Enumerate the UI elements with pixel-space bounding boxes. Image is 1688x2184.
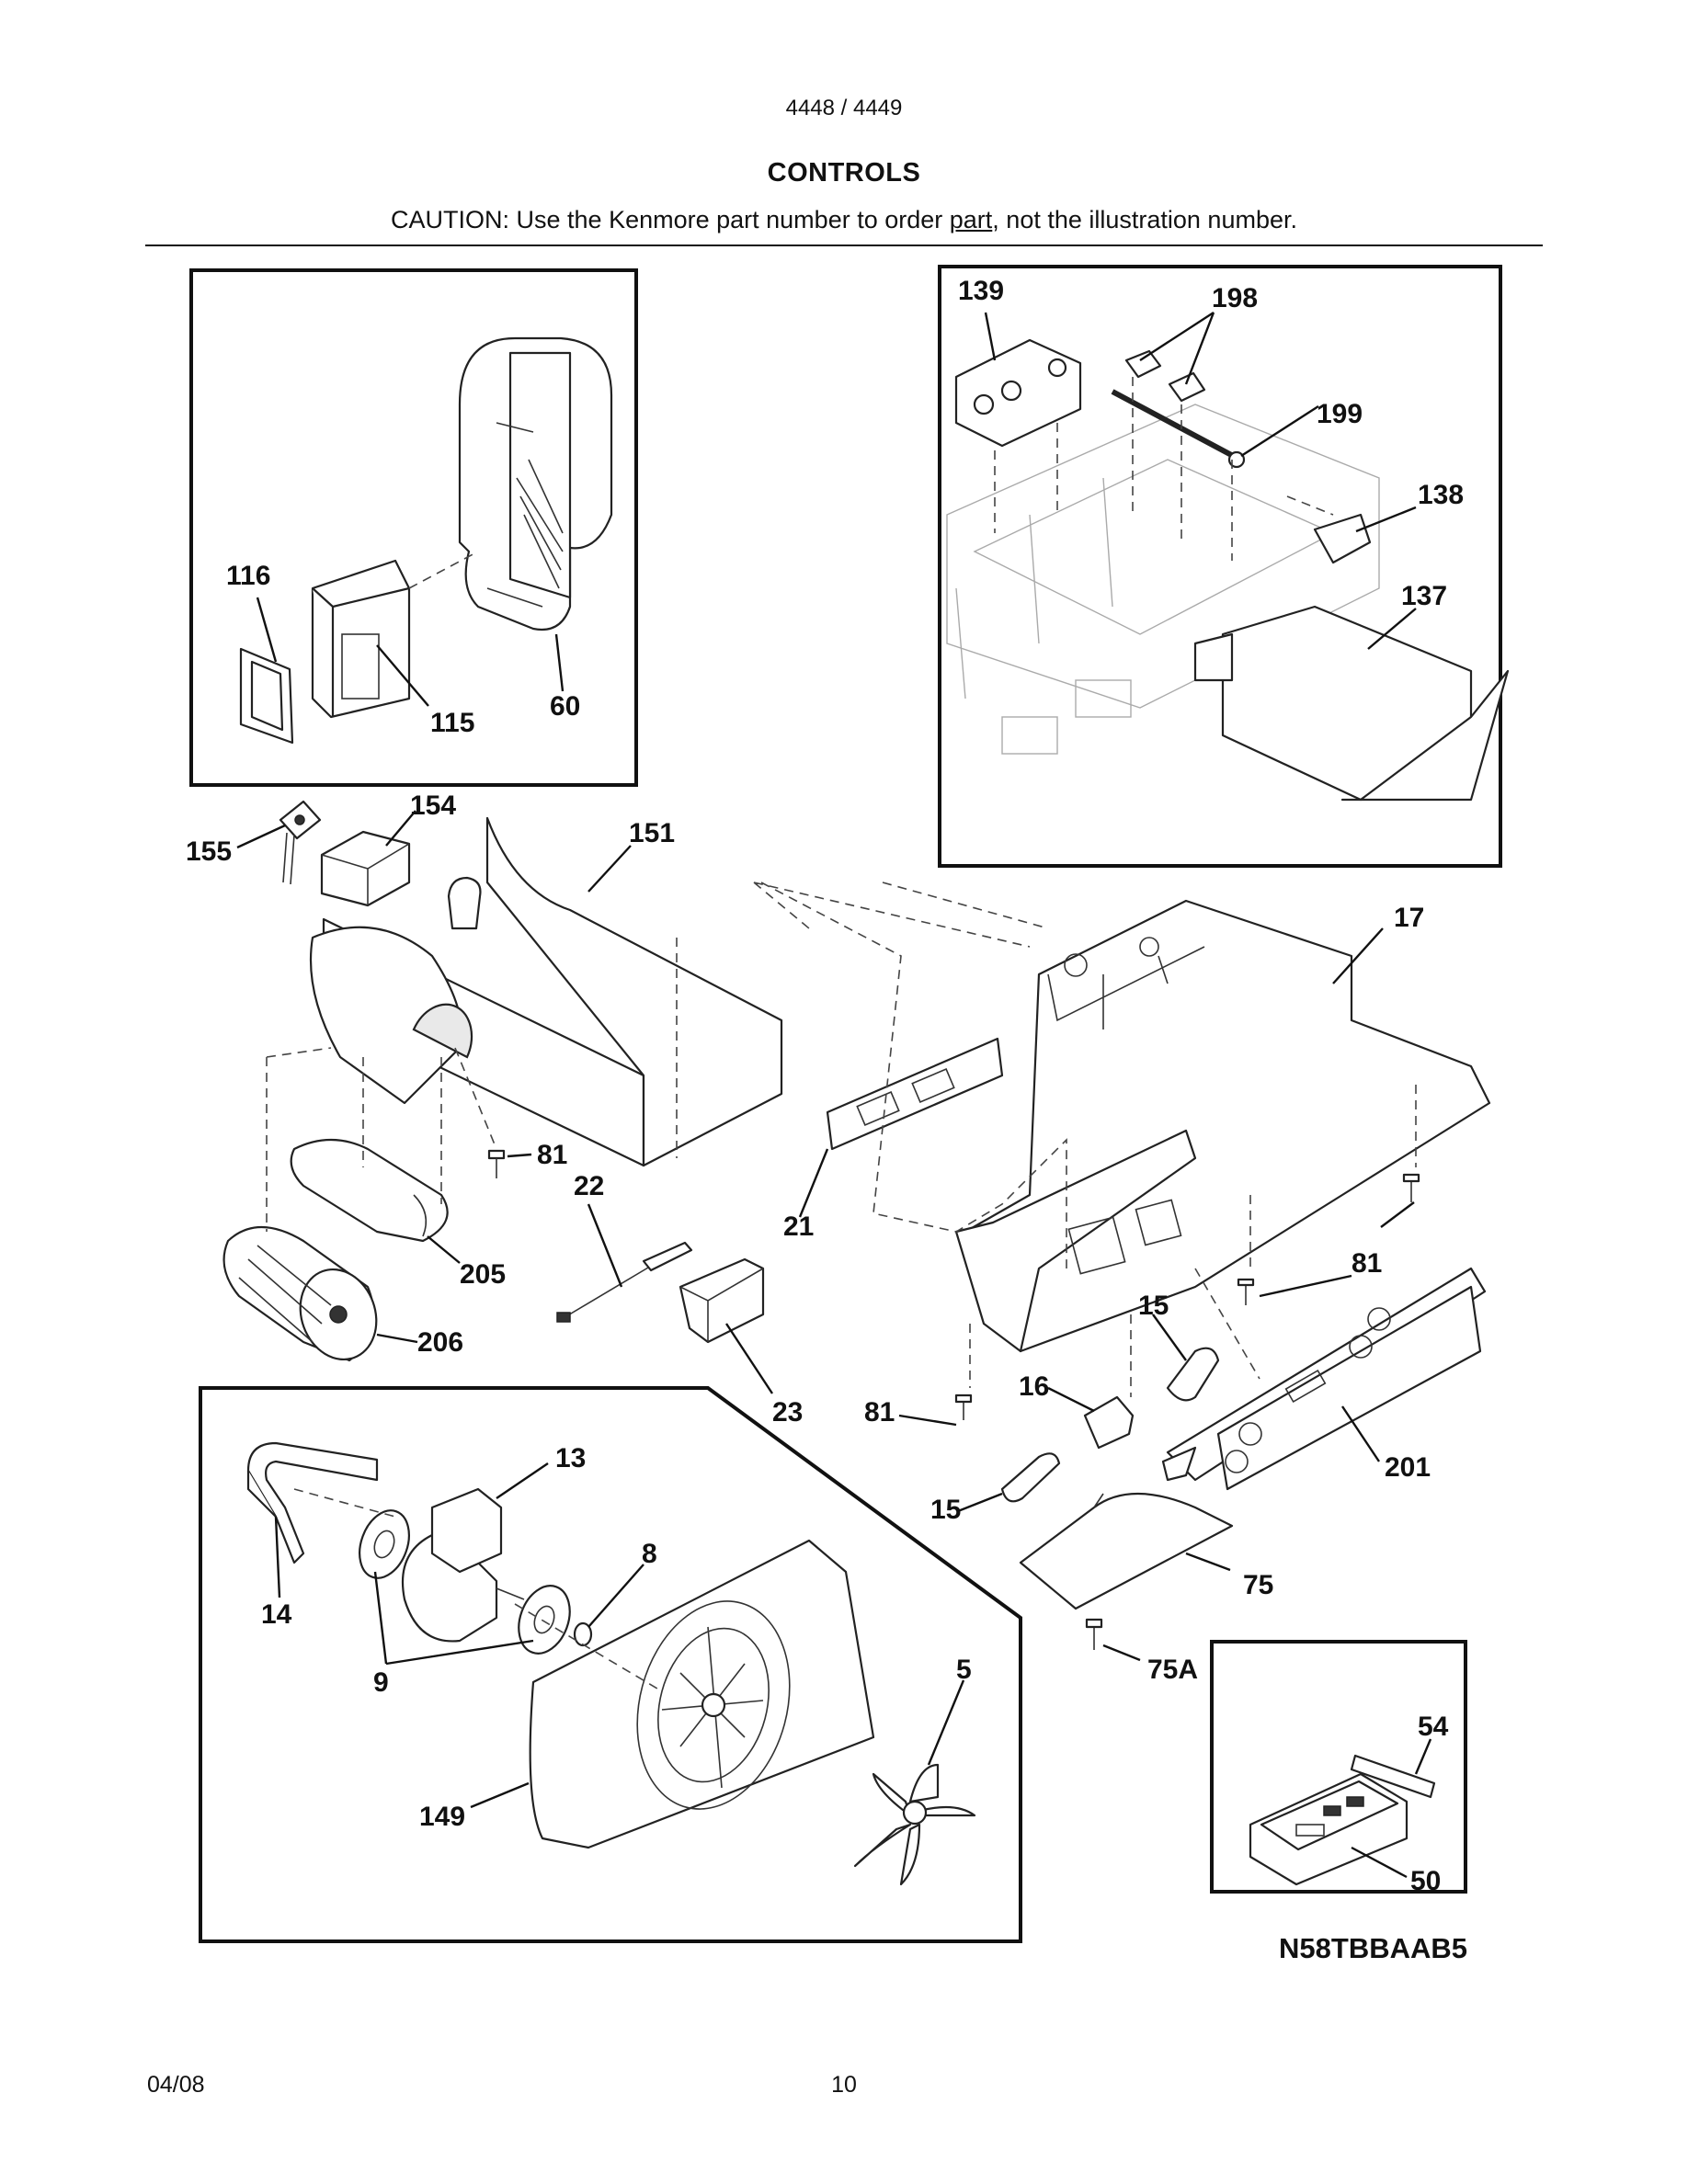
part-5-fan-blade [853,1763,976,1886]
part-205-cylinder [290,1138,449,1243]
callout-22: 22 [574,1171,604,1201]
part-201-control-panel [1161,1267,1487,1491]
part-81-screws-right [954,1173,1420,1420]
part-137-chute [1193,605,1510,802]
callout-14: 14 [261,1599,292,1630]
part-15-bulb-lower [1000,1452,1061,1503]
callout-137: 137 [1401,581,1447,611]
part-50-control-board [1249,1772,1409,1886]
callout-205: 205 [460,1259,506,1290]
callout-54: 54 [1418,1712,1449,1742]
part-23-cover [679,1257,765,1344]
part-206-fan-blade-drum [309,926,473,1105]
caution-text-start: CAUTION: Use the Kenmore part number to … [391,206,950,233]
callout-60: 60 [550,691,580,722]
callout-115: 115 [430,708,474,738]
part-15-bulb-upper [1166,1347,1220,1402]
caution-note: CAUTION: Use the Kenmore part number to … [0,206,1688,234]
callout-151: 151 [629,818,675,848]
part-22-sensor-wire [556,1241,693,1323]
callout-199: 199 [1317,399,1363,429]
callout-81-right: 81 [1352,1248,1382,1279]
part-139-block [954,338,1082,448]
part-21-display-board [826,1037,1004,1151]
inset-box-blower [199,1386,1022,1943]
page-title: CONTROLS [767,158,921,188]
part-138-bracket [1313,513,1372,564]
leader-lines [236,311,1432,1879]
callout-206: 206 [417,1327,463,1358]
part-8-washer [573,1621,593,1647]
callout-50: 50 [1410,1866,1441,1896]
part-81-screw-left [487,1149,506,1178]
callout-23: 23 [772,1397,803,1428]
callout-75A: 75A [1147,1655,1198,1685]
footer-date: 04/08 [147,2072,205,2098]
part-206-impeller [222,1225,378,1362]
callout-198: 198 [1212,283,1258,313]
inset-box-top-right [938,265,1502,868]
part-17-dispenser-housing [954,899,1491,1353]
part-199-rod [1111,389,1246,469]
part-54-strip [1350,1754,1436,1799]
callout-17: 17 [1394,903,1424,933]
part-75A-screw [1085,1618,1103,1650]
part-155-switch [279,800,322,885]
part-116-gasket [239,647,294,745]
callout-13: 13 [555,1443,586,1473]
callout-138: 138 [1418,480,1464,510]
callout-116: 116 [226,561,270,591]
model-number: 4448 / 4449 [785,96,903,120]
callout-5: 5 [956,1655,972,1685]
caution-underlined-word: part [949,206,993,233]
callout-9: 9 [373,1667,389,1698]
callout-75: 75 [1243,1570,1273,1600]
callout-154: 154 [410,791,456,821]
dispenser-frame-background [946,404,1380,755]
callout-15-upper: 15 [1138,1291,1169,1321]
part-16-socket [1083,1395,1135,1450]
part-115-module [311,551,479,719]
callout-15-lower: 15 [930,1495,961,1525]
part-13-motor [401,1487,525,1643]
inset-box-top-left [189,268,638,787]
callout-139: 139 [958,276,1004,306]
part-198-clips [1124,349,1206,403]
part-14-bracket [246,1441,379,1564]
page-number: 10 [831,2072,857,2098]
part-149-fan-shroud [529,1539,875,1849]
callout-81-bottom: 81 [864,1397,895,1428]
callout-81-left: 81 [537,1140,567,1170]
callout-8: 8 [642,1539,657,1569]
callout-21: 21 [783,1211,814,1242]
callout-149: 149 [419,1802,465,1832]
callout-155: 155 [186,836,232,867]
callout-201: 201 [1385,1452,1431,1483]
header-rule [145,245,1543,246]
caution-text-end: , not the illustration number. [992,206,1297,233]
diagram-code: N58TBBAAB5 [1279,1932,1467,1964]
callout-16: 16 [1019,1371,1049,1402]
part-154-cover [320,830,411,907]
part-75-deflector [1019,1493,1234,1610]
inset-box-bottom-right [1210,1640,1467,1894]
part-60-housing [458,336,613,631]
